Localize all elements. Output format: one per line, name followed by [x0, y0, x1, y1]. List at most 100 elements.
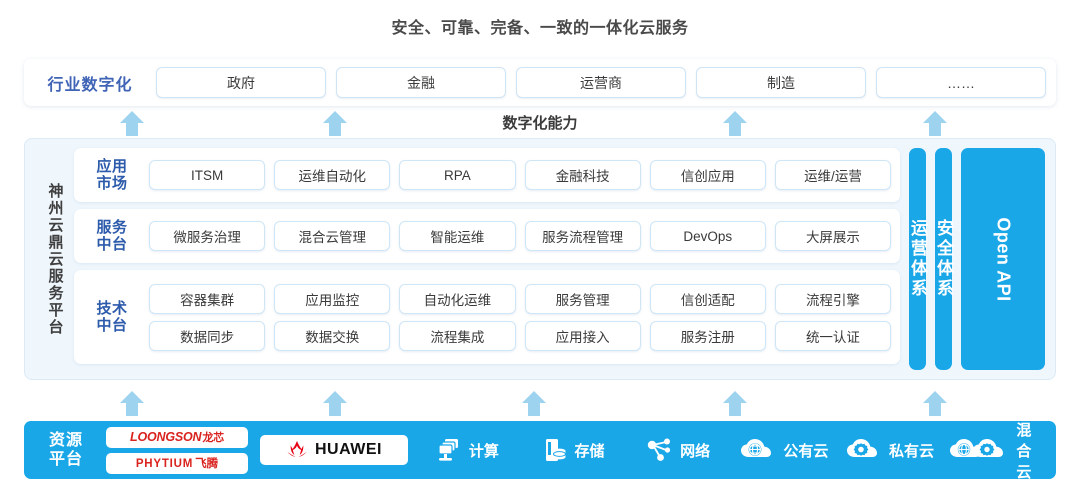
- row-line: 容器集群 应用监控 自动化运维 服务管理 信创适配 流程引擎: [149, 283, 892, 314]
- loongson-logo: LOONGSON龙芯: [106, 426, 248, 448]
- up-arrow-icon: [119, 390, 145, 417]
- row-label-line1: 技术: [96, 299, 128, 317]
- vertical-bar-security-system[interactable]: 安全体系: [934, 148, 953, 370]
- chip-service-registration[interactable]: 服务注册: [649, 320, 766, 351]
- huawei-flower-icon: [287, 440, 307, 457]
- industry-card-finance[interactable]: 金融: [336, 67, 506, 98]
- chip-app-monitoring[interactable]: 应用监控: [274, 283, 391, 314]
- phytium-logo-cn: 飞腾: [195, 458, 219, 470]
- platform-row-tech-midend: 技术 中台 容器集群 应用监控 自动化运维 服务管理 信创适配 流程引擎 数据同…: [74, 270, 900, 364]
- resource-item-label: 计算: [468, 442, 499, 460]
- row-line: 数据同步 数据交换 流程集成 应用接入 服务注册 统一认证: [149, 320, 892, 351]
- platform-rows: 应用 市场 ITSM 运维自动化 RPA 金融科技 信创应用 运维/运营: [74, 148, 900, 370]
- cloud-service-platform: 神州云鼎云服务平台 应用 市场 ITSM 运维自动化 RPA 金融科技 信创应用…: [24, 138, 1056, 380]
- industry-card-operator[interactable]: 运营商: [516, 67, 686, 98]
- chip-large-screen-display[interactable]: 大屏展示: [774, 221, 892, 251]
- huawei-logo-text: HUAWEI: [315, 441, 382, 458]
- chip-data-exchange[interactable]: 数据交换: [274, 320, 391, 351]
- loongson-logo-cn: 龙芯: [202, 432, 224, 444]
- up-arrow-icon: [922, 110, 948, 137]
- resource-item-label: 网络: [680, 442, 711, 460]
- chip-service-process-management[interactable]: 服务流程管理: [524, 221, 641, 251]
- row-line: 微服务治理 混合云管理 智能运维 服务流程管理 DevOps 大屏展示: [149, 221, 892, 251]
- up-arrow-icon: [521, 390, 547, 417]
- up-arrow-icon: [119, 110, 145, 137]
- chip-process-integration[interactable]: 流程集成: [399, 320, 516, 351]
- chip-xinchuang-app[interactable]: 信创应用: [649, 160, 766, 190]
- vertical-bar-label: 运营体系: [908, 219, 927, 299]
- loongson-logo-latin: LOONGSON: [130, 430, 202, 444]
- platform-row-service-midend: 服务 中台 微服务治理 混合云管理 智能运维 服务流程管理 DevOps 大屏展…: [74, 209, 900, 263]
- chip-app-access[interactable]: 应用接入: [524, 320, 641, 351]
- chip-devops[interactable]: DevOps: [649, 221, 766, 251]
- compute-icon: [438, 439, 458, 461]
- platform-side-label: 神州云鼎云服务平台: [36, 148, 74, 370]
- network-icon: [647, 438, 671, 461]
- row-items-app-market: ITSM 运维自动化 RPA 金融科技 信创应用 运维/运营: [149, 160, 892, 190]
- chip-ops-automation[interactable]: 运维自动化: [274, 160, 391, 190]
- row-items-service-midend: 微服务治理 混合云管理 智能运维 服务流程管理 DevOps 大屏展示: [149, 221, 892, 251]
- row-items-tech-midend: 容器集群 应用监控 自动化运维 服务管理 信创适配 流程引擎 数据同步 数据交换…: [149, 283, 892, 351]
- row-label-line1: 应用: [96, 157, 128, 175]
- row-label-line1: 服务: [96, 218, 128, 236]
- resource-item-label: 私有云: [889, 442, 935, 460]
- chip-rpa[interactable]: RPA: [399, 160, 516, 190]
- resource-item-storage: 存储: [526, 436, 620, 464]
- row-line: ITSM 运维自动化 RPA 金融科技 信创应用 运维/运营: [149, 160, 892, 190]
- vertical-bars: 运营体系 安全体系 Open API: [900, 148, 1046, 370]
- chip-intelligent-ops[interactable]: 智能运维: [399, 221, 516, 251]
- row-label-line2: 中台: [96, 236, 128, 253]
- up-arrow-icon: [322, 110, 348, 137]
- huawei-logo: HUAWEI: [260, 435, 408, 465]
- chip-hybrid-cloud-management[interactable]: 混合云管理: [274, 221, 391, 251]
- hybrid-cloud-icon: [950, 439, 1004, 457]
- row-label-line2: 中台: [96, 317, 128, 334]
- industry-card-government[interactable]: 政府: [156, 67, 326, 98]
- chip-microservice-governance[interactable]: 微服务治理: [149, 221, 266, 251]
- resource-item-public-cloud: 公有云: [737, 436, 831, 464]
- industry-band-label: 行业数字化: [47, 76, 133, 94]
- page-title: 安全、可靠、完备、一致的一体化云服务: [391, 20, 689, 37]
- chip-itsm[interactable]: ITSM: [149, 160, 266, 190]
- chip-xinchuang-adaptation[interactable]: 信创适配: [649, 283, 766, 314]
- resource-item-compute: 计算: [420, 436, 514, 464]
- industry-card-manufacturing[interactable]: 制造: [696, 67, 866, 98]
- up-arrow-icon: [322, 390, 348, 417]
- resource-label-line1: 资源: [48, 431, 83, 449]
- chip-process-engine[interactable]: 流程引擎: [774, 283, 892, 314]
- resource-item-private-cloud: 私有云: [843, 436, 937, 464]
- chip-data-sync[interactable]: 数据同步: [149, 320, 266, 351]
- row-label-line2: 市场: [96, 175, 128, 192]
- chip-automated-ops[interactable]: 自动化运维: [399, 283, 516, 314]
- vertical-bar-label: 安全体系: [934, 219, 953, 299]
- chip-service-management[interactable]: 服务管理: [524, 283, 641, 314]
- capability-label: 数字化能力: [502, 115, 578, 132]
- resource-item-label: 混合云: [1016, 421, 1032, 481]
- chip-unified-authentication[interactable]: 统一认证: [774, 320, 892, 351]
- industry-band: 行业数字化 政府 金融 运营商 制造 ……: [24, 59, 1056, 106]
- vertical-bar-label: Open API: [993, 216, 1014, 302]
- platform-side-label-text: 神州云鼎云服务平台: [46, 182, 64, 336]
- public-cloud-icon: [741, 439, 772, 457]
- resource-item-network: 网络: [631, 436, 725, 464]
- resource-item-label: 公有云: [783, 442, 829, 460]
- resource-platform-label: 资源 平台: [38, 431, 94, 469]
- chip-ops-operation[interactable]: 运维/运营: [774, 160, 892, 190]
- up-arrow-icon: [922, 390, 948, 417]
- row-label-app-market: 应用 市场: [83, 158, 141, 193]
- row-label-tech-midend: 技术 中台: [83, 300, 141, 335]
- storage-icon: [545, 439, 566, 461]
- up-arrow-icon: [722, 110, 748, 137]
- vertical-bar-open-api[interactable]: Open API: [961, 148, 1046, 370]
- resource-label-line2: 平台: [48, 451, 83, 468]
- chip-fintech[interactable]: 金融科技: [524, 160, 641, 190]
- vertical-bar-operations-system[interactable]: 运营体系: [908, 148, 927, 370]
- phytium-logo-latin: PHYTIUM: [135, 458, 194, 470]
- up-arrow-icon: [722, 390, 748, 417]
- industry-card-more[interactable]: ……: [876, 67, 1046, 98]
- platform-row-app-market: 应用 市场 ITSM 运维自动化 RPA 金融科技 信创应用 运维/运营: [74, 148, 900, 202]
- chip-container-cluster[interactable]: 容器集群: [149, 283, 266, 314]
